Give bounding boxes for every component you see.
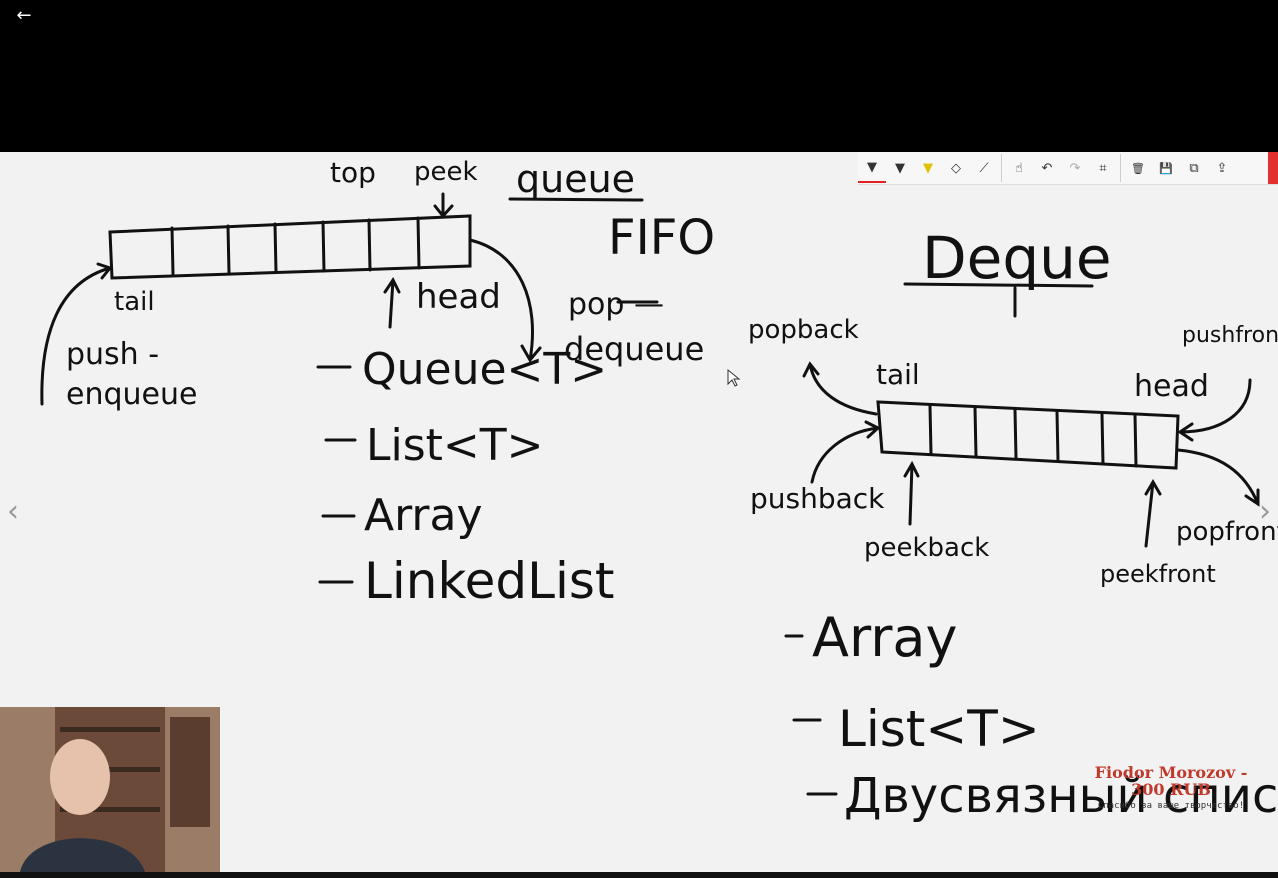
peek-label: peek xyxy=(414,157,478,187)
ballpoint-pen-icon[interactable]: ▼ xyxy=(858,153,886,183)
donation-alert: Fiodor Morozov - 300 RUB Спасибо за ваше… xyxy=(1076,764,1266,811)
webcam-overlay xyxy=(0,707,220,872)
popfront-label: popfront xyxy=(1176,517,1278,547)
donation-title: Fiodor Morozov - 300 RUB xyxy=(1094,763,1248,799)
deque-impl-list-t: List<T> xyxy=(838,700,1040,758)
delete-icon[interactable]: 🗑 xyxy=(1131,161,1145,175)
undo-icon[interactable]: ↶ xyxy=(1041,160,1053,176)
toolbar-divider xyxy=(1120,154,1121,182)
toolbar-accent xyxy=(1268,152,1278,184)
enqueue-label: enqueue xyxy=(66,377,197,412)
crop-icon[interactable]: ⌗ xyxy=(1099,160,1107,176)
dequeue-label: dequeue xyxy=(564,330,704,368)
deque-head-label: head xyxy=(1134,369,1209,404)
donation-message: Спасибо за ваше творчество! xyxy=(1097,801,1245,811)
highlighter-icon[interactable]: ▼ xyxy=(923,160,933,176)
pushfront-label: pushfront xyxy=(1182,323,1278,348)
impl-array: Array xyxy=(364,490,483,541)
impl-linkedlist: LinkedList xyxy=(364,552,615,610)
previous-slide-icon[interactable]: ‹ xyxy=(7,494,19,529)
peekfront-label: peekfront xyxy=(1100,560,1216,588)
mouse-cursor-icon xyxy=(727,368,741,387)
popback-label: popback xyxy=(748,315,859,345)
impl-list-t: List<T> xyxy=(366,420,544,471)
push-label: push - xyxy=(66,337,159,372)
impl-queue-t: Queue<T> xyxy=(362,344,607,395)
fifo-label: FIFO xyxy=(608,210,715,266)
touch-writing-icon[interactable]: ☝ xyxy=(1015,160,1023,176)
queue-tail-label: tail xyxy=(114,287,155,317)
save-icon[interactable]: 💾 xyxy=(1159,161,1173,175)
peekback-label: peekback xyxy=(864,533,989,563)
toolbar-divider xyxy=(1001,154,1002,182)
eraser-icon[interactable]: ◇ xyxy=(951,160,961,176)
deque-title: Deque xyxy=(922,224,1112,292)
top-black-bar: ← xyxy=(0,0,1278,152)
next-slide-icon[interactable]: › xyxy=(1259,494,1271,529)
back-arrow-icon[interactable]: ← xyxy=(16,5,32,26)
deque-tail-label: tail xyxy=(876,358,920,391)
copy-icon[interactable]: ⧉ xyxy=(1189,160,1199,176)
deque-impl-array: Array xyxy=(812,606,957,669)
queue-title: queue xyxy=(516,157,635,201)
queue-head-label: head xyxy=(416,277,501,317)
redo-icon[interactable]: ↷ xyxy=(1069,160,1081,176)
ruler-icon[interactable]: ⟋ xyxy=(979,160,989,176)
webcam-image xyxy=(0,707,220,872)
ink-toolbar: ▼ ▼ ▼ ◇ ⟋ ☝ ↶ ↷ ⌗ 🗑 💾 ⧉ ⇪ xyxy=(858,152,1278,185)
pop-label: pop — xyxy=(568,287,664,322)
pushback-label: pushback xyxy=(750,482,885,515)
pencil-icon[interactable]: ▼ xyxy=(895,160,905,176)
deque-impl-doubly-linked: Двусвязный список xyxy=(844,768,1278,824)
handwritten-drawing: top peek queue FIFO tail head push - enq… xyxy=(40,156,1278,824)
share-icon[interactable]: ⇪ xyxy=(1216,160,1228,176)
bottom-bar xyxy=(0,872,1278,878)
top-label: top xyxy=(330,156,376,189)
whiteboard-canvas[interactable]: top peek queue FIFO tail head push - enq… xyxy=(0,152,1278,872)
